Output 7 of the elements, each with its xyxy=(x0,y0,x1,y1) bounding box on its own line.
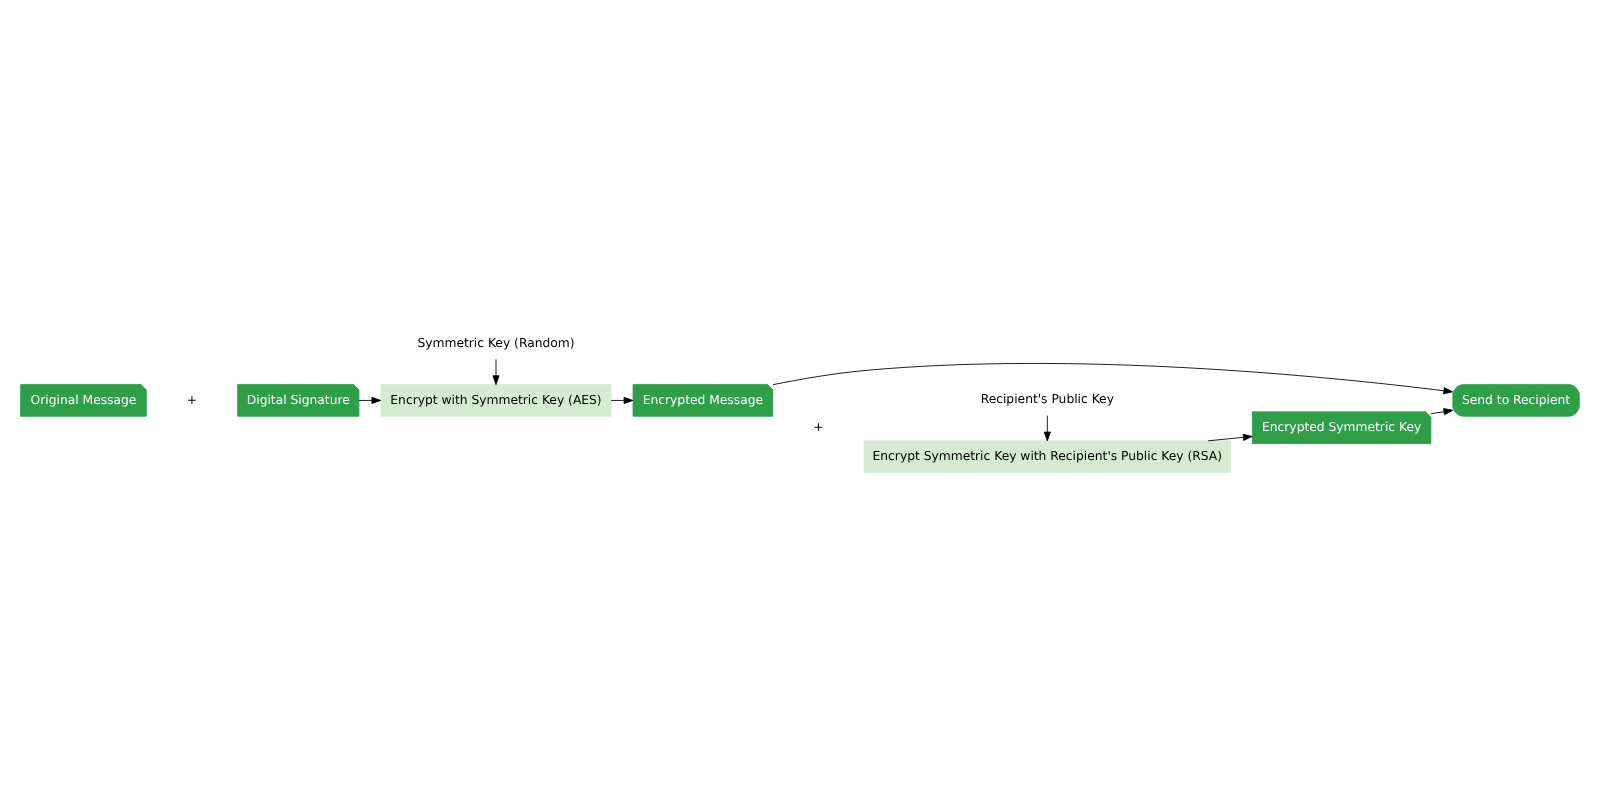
arrow xyxy=(1043,415,1051,442)
arrow xyxy=(492,359,500,386)
arrow xyxy=(610,396,634,404)
arrow xyxy=(1207,433,1253,442)
arrow xyxy=(772,363,1454,395)
arrow xyxy=(358,396,382,404)
arrow xyxy=(1430,408,1454,416)
